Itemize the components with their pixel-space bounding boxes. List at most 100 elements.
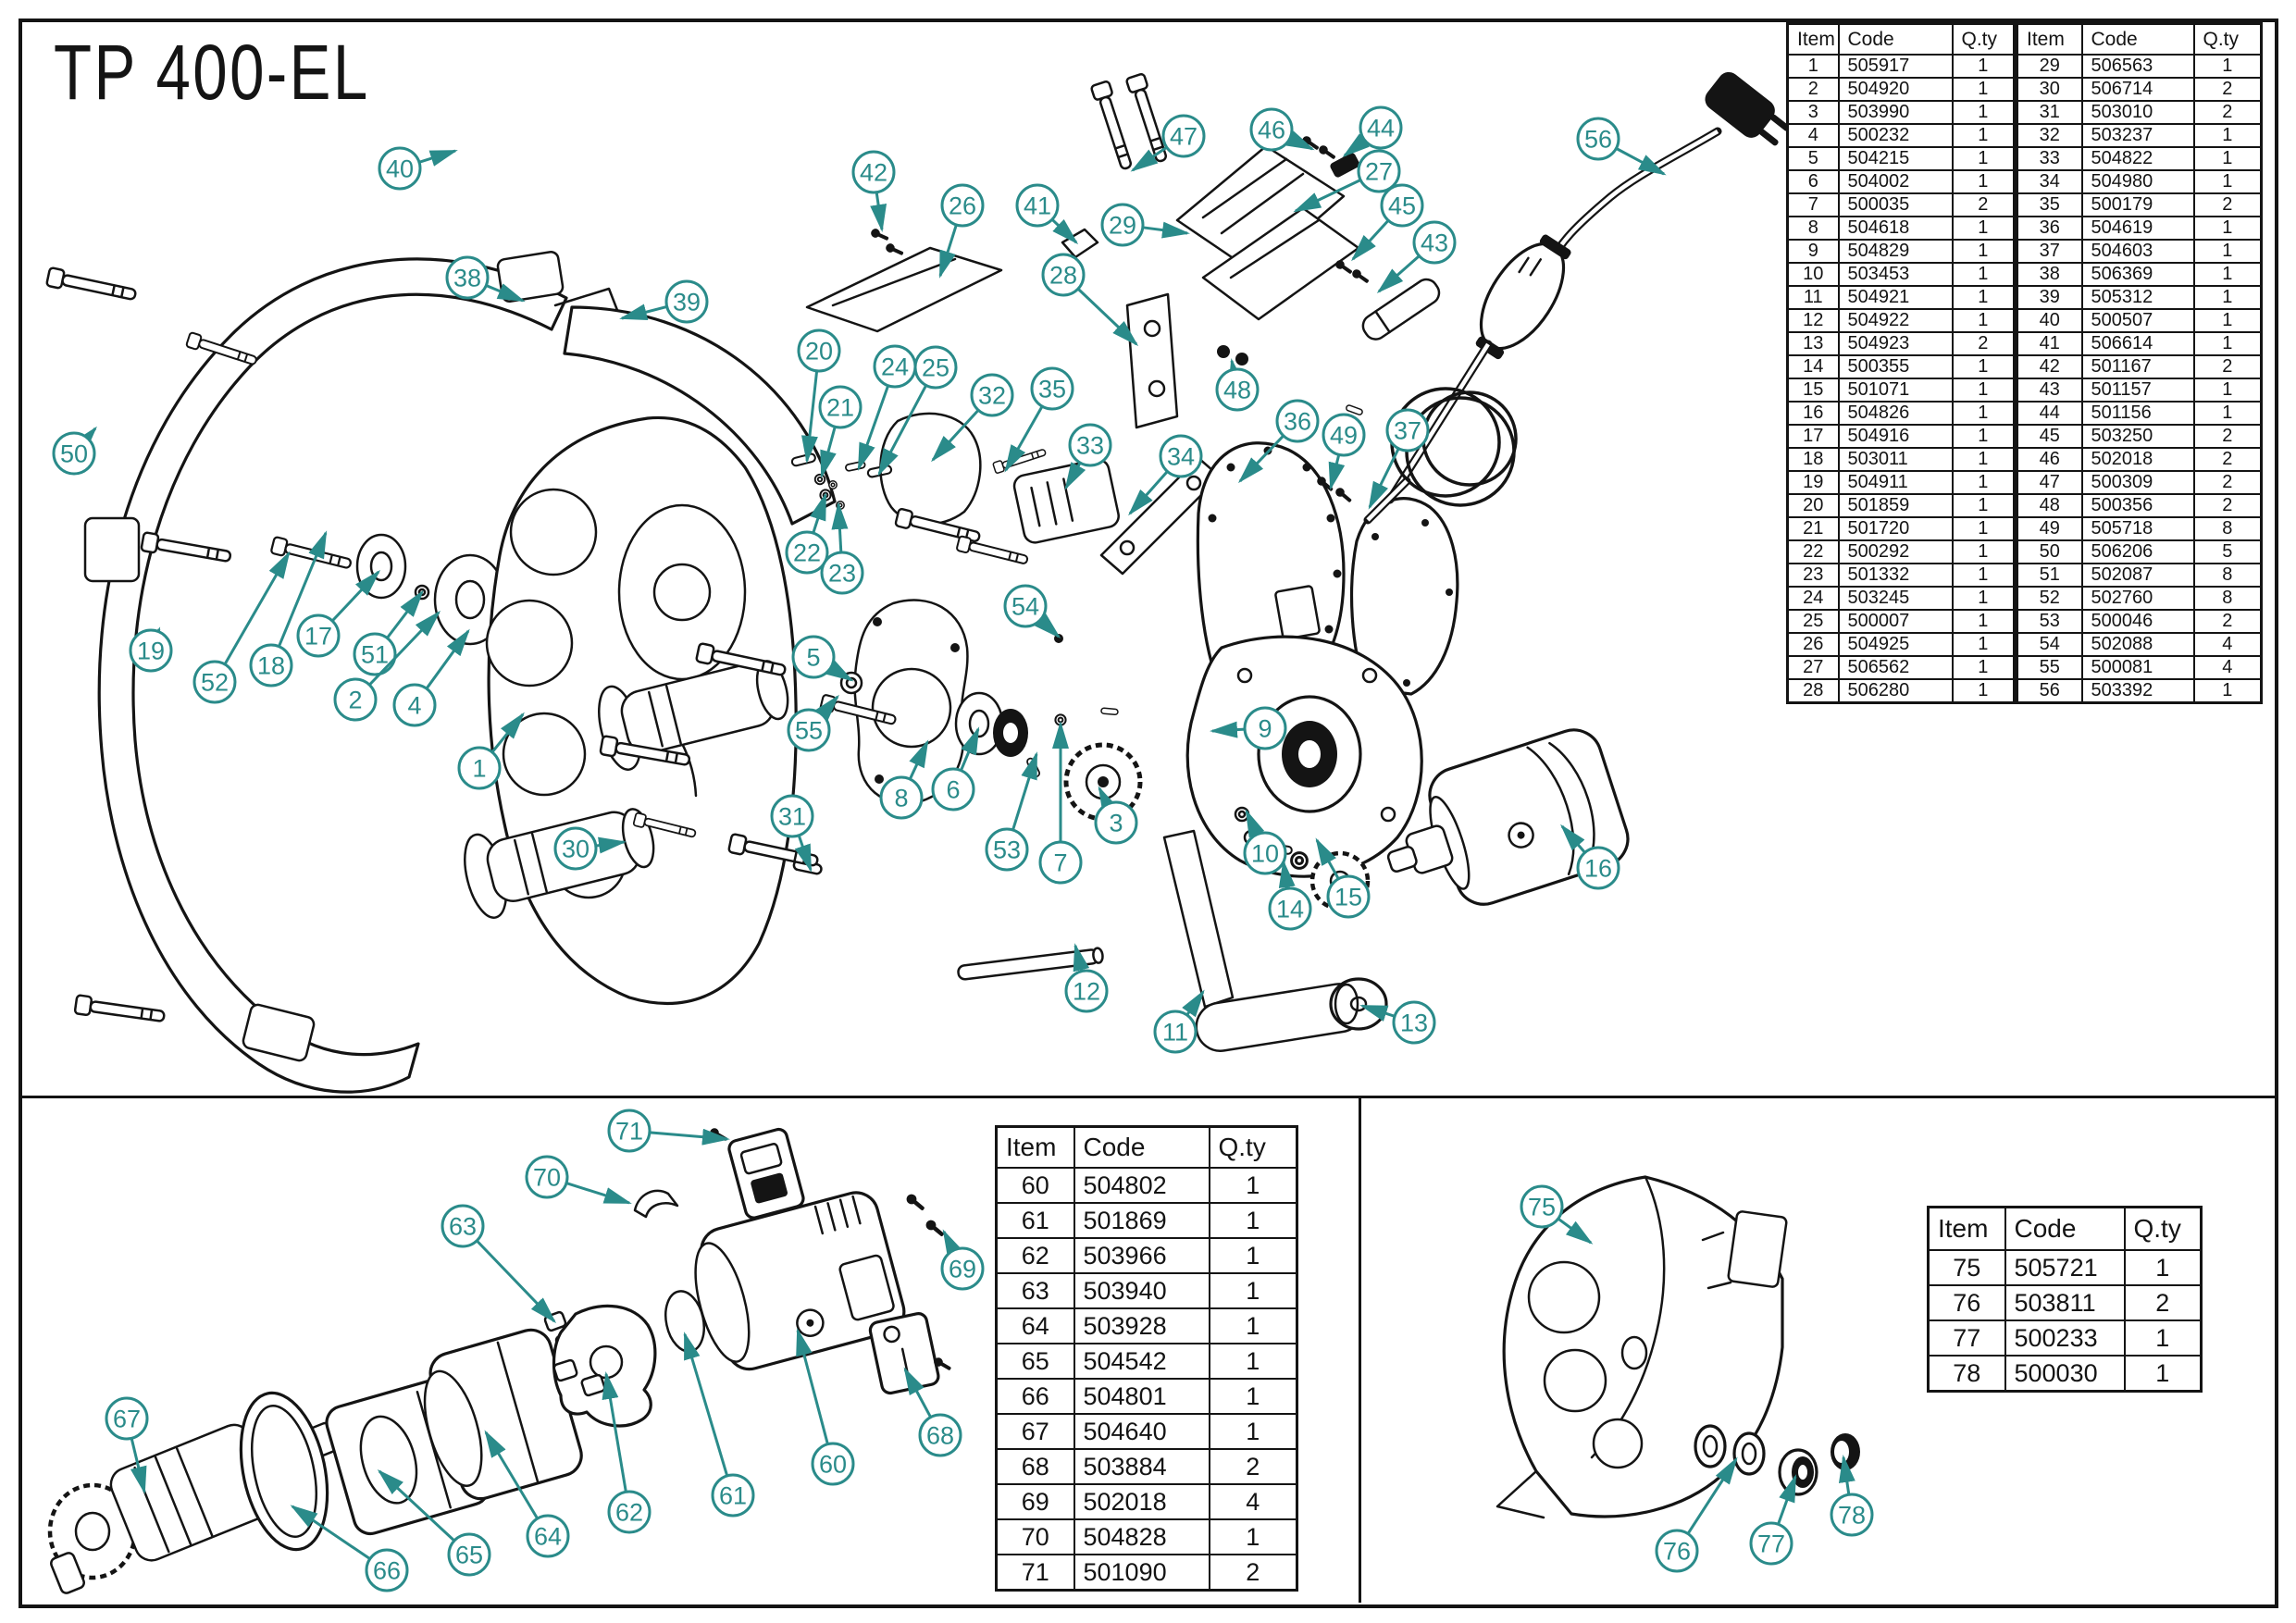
table-cell: 502760 bbox=[2080, 586, 2195, 611]
callout-number: 24 bbox=[881, 353, 909, 381]
callout-62: 62 bbox=[602, 1371, 652, 1534]
table-cell: 504922 bbox=[1837, 308, 1954, 333]
table-cell: 62 bbox=[995, 1237, 1075, 1274]
callout-70: 70 bbox=[525, 1155, 632, 1205]
table-cell: 500507 bbox=[2080, 308, 2195, 333]
callout-leader-line bbox=[565, 1182, 632, 1205]
callout-53: 53 bbox=[985, 751, 1038, 872]
callout-leader-line bbox=[1328, 454, 1346, 490]
table-cell: 500030 bbox=[2004, 1355, 2126, 1393]
table-cell: 504923 bbox=[1837, 331, 1954, 356]
callout-number: 45 bbox=[1388, 192, 1416, 220]
callout-leader-line bbox=[1278, 860, 1296, 889]
callout-13: 13 bbox=[1359, 1000, 1436, 1045]
callout-67: 67 bbox=[105, 1396, 149, 1494]
callout-54: 54 bbox=[1003, 584, 1061, 639]
table-cell: 1 bbox=[1951, 632, 2016, 657]
callout-leader-line bbox=[1838, 1455, 1855, 1495]
callout-10: 10 bbox=[1243, 809, 1287, 875]
callout-circle bbox=[1576, 117, 1620, 161]
callout-circle bbox=[940, 183, 985, 228]
callout-circle bbox=[441, 1204, 485, 1248]
callout-number: 4 bbox=[407, 692, 421, 720]
callout-52: 52 bbox=[192, 551, 291, 704]
callout-16: 16 bbox=[1560, 824, 1620, 890]
motor-housing-drawing bbox=[694, 1191, 906, 1371]
column-header: Item bbox=[1927, 1206, 2006, 1251]
callout-leader-line bbox=[857, 385, 890, 471]
callout-leader-line bbox=[870, 192, 887, 232]
table-cell: 20 bbox=[1786, 493, 1840, 518]
callout-number: 26 bbox=[949, 192, 976, 220]
table-cell: 53 bbox=[2016, 609, 2083, 634]
table-cell: 60 bbox=[995, 1167, 1075, 1204]
callout-circle bbox=[985, 827, 1029, 872]
table-cell: 41 bbox=[2016, 331, 2083, 356]
table-cell: 1 bbox=[2192, 308, 2263, 333]
callout-22: 22 bbox=[785, 492, 829, 575]
callout-circle bbox=[811, 1442, 855, 1486]
callout-63: 63 bbox=[441, 1204, 557, 1324]
callout-number: 3 bbox=[1109, 810, 1123, 837]
callout-circle bbox=[607, 1109, 652, 1153]
callout-circle bbox=[1357, 149, 1401, 193]
table-cell: 501720 bbox=[1837, 516, 1954, 541]
column-header: Code bbox=[1837, 22, 1954, 56]
table-cell: 505721 bbox=[2004, 1249, 2126, 1286]
callout-17: 17 bbox=[296, 569, 381, 658]
sheet-border bbox=[19, 19, 2278, 1608]
callout-circle bbox=[1385, 408, 1430, 452]
callout-leader-line bbox=[368, 610, 441, 687]
table-cell: 49 bbox=[2016, 516, 2083, 541]
switch-part-drawing bbox=[708, 1126, 805, 1220]
bracket-drawing bbox=[1061, 228, 1222, 576]
callout-circle bbox=[1359, 105, 1403, 150]
callout-circle bbox=[1015, 183, 1060, 228]
callout-number: 10 bbox=[1251, 840, 1279, 868]
callout-number: 60 bbox=[819, 1451, 847, 1479]
table-cell: 1 bbox=[2123, 1249, 2203, 1286]
callout-leader-line bbox=[930, 409, 980, 463]
callout-64: 64 bbox=[484, 1430, 570, 1558]
table-cell: 1 bbox=[1951, 563, 2016, 588]
callout-circle bbox=[1655, 1529, 1699, 1573]
callout-3: 3 bbox=[1094, 786, 1138, 845]
table-cell: 500309 bbox=[2080, 470, 2195, 495]
table-cell: 8 bbox=[2192, 563, 2263, 588]
callout-circle bbox=[353, 632, 397, 676]
callout-leader-line bbox=[1128, 470, 1169, 516]
table-cell: 501090 bbox=[1073, 1554, 1210, 1592]
callout-number: 2 bbox=[348, 687, 362, 714]
callout-number: 76 bbox=[1663, 1538, 1691, 1566]
callout-circle bbox=[192, 660, 237, 704]
callout-leader-line bbox=[223, 551, 291, 665]
table-cell: 504618 bbox=[1837, 216, 1954, 241]
callout-leader-line bbox=[1777, 1474, 1797, 1525]
table-cell: 1 bbox=[1208, 1307, 1298, 1344]
page-title: TP 400-EL bbox=[54, 29, 370, 116]
column-header: Item bbox=[2016, 22, 2083, 56]
callout-circle bbox=[711, 1473, 755, 1518]
callout-circle bbox=[797, 328, 841, 373]
callout-circle bbox=[1392, 1000, 1436, 1045]
callout-number: 56 bbox=[1584, 126, 1612, 154]
callout-number: 32 bbox=[978, 382, 1006, 410]
callout-number: 37 bbox=[1394, 417, 1421, 445]
callout-leader-line bbox=[908, 739, 929, 780]
callout-number: 40 bbox=[386, 155, 414, 183]
table-cell: 505718 bbox=[2080, 516, 2195, 541]
callout-leader-line bbox=[1245, 809, 1265, 838]
callout-number: 30 bbox=[562, 836, 590, 863]
